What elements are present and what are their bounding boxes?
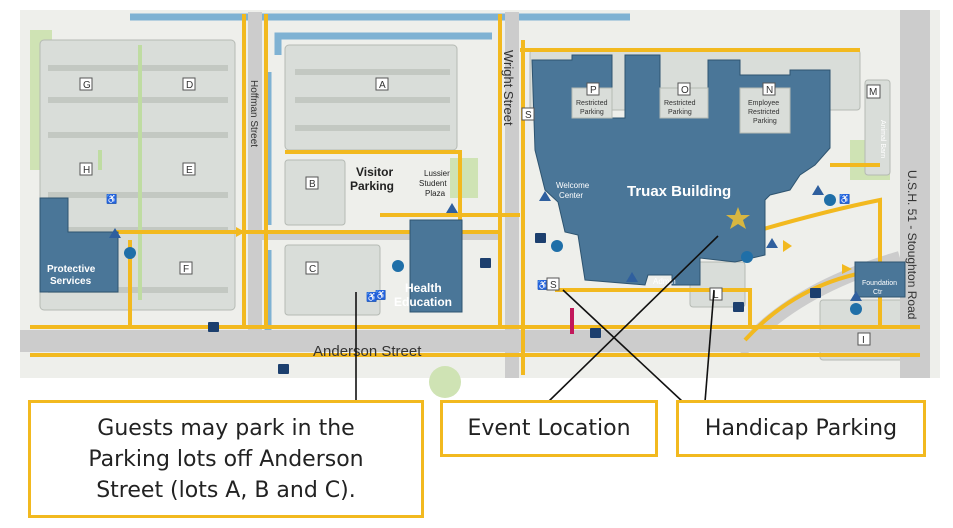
svg-text:F: F (183, 264, 189, 275)
bus-stop-icon (278, 364, 289, 374)
wheelchair-icon: ♿ (839, 193, 850, 204)
wheelchair-icon: ♿ (366, 291, 377, 302)
event-location-star (726, 207, 750, 229)
wheelchair-icon: ♿ (375, 289, 386, 300)
lot-label-i: I (857, 332, 871, 346)
handicap-parking-callout: Handicap Parking (676, 400, 926, 457)
admin-label: Admin (653, 277, 676, 286)
svg-text:O: O (681, 85, 689, 96)
svg-text:S: S (550, 280, 557, 291)
parking-lot-b (284, 159, 346, 226)
svg-text:D: D (186, 80, 193, 91)
svg-text:M: M (869, 87, 877, 98)
bus-stop-icon (480, 258, 491, 268)
event-leader-line (547, 235, 719, 403)
entrance-marker-icon (850, 291, 862, 301)
svg-text:L: L (713, 290, 719, 301)
svg-text:G: G (83, 80, 91, 91)
bus-stop-icon (208, 322, 219, 332)
lot-label-s: S (521, 107, 535, 121)
stoughton-road-label: U.S.H. 51 - Stoughton Road (905, 170, 919, 319)
handicap-leader-line-a (562, 289, 684, 403)
svg-text:P: P (590, 85, 597, 96)
handicap-parking-icon (551, 240, 563, 252)
lot-label-h: H (79, 162, 93, 176)
foundation-center-building (854, 261, 906, 298)
lot-label-f: F (179, 261, 193, 275)
wheelchair-icon: ♿ (106, 193, 117, 204)
entrance-marker-icon (766, 238, 778, 248)
yellow-arrow-icon (783, 240, 792, 252)
entrance-marker-icon (539, 191, 551, 201)
guests-parking-callout: Guests may park in the Parking lots off … (28, 400, 424, 518)
bus-stop-icon (590, 328, 601, 338)
event-location-text: Event Location (467, 416, 631, 441)
lot-label-b: B (305, 176, 319, 190)
svg-text:B: B (309, 179, 316, 190)
event-location-callout: Event Location (440, 400, 658, 457)
anderson-street-label: Anderson Street (313, 343, 422, 360)
svg-text:N: N (766, 85, 773, 96)
lot-label-g: G (79, 77, 93, 91)
handicap-parking-icon (824, 194, 836, 206)
svg-text:S: S (525, 110, 532, 121)
road (20, 10, 930, 378)
svg-text:I: I (862, 335, 865, 346)
green-area (429, 366, 461, 398)
entrance-marker-icon (109, 228, 121, 238)
handicap-parking-icon (741, 251, 753, 263)
handicap-parking-text: Handicap Parking (704, 416, 898, 441)
entrance-marker-icon (446, 203, 458, 213)
handicap-parking-icon (124, 247, 136, 259)
lot-label-s2: S (546, 277, 560, 291)
lot-label-c: C (305, 261, 319, 275)
bus-stop-icon (733, 302, 744, 312)
lot-label-o: O (677, 82, 691, 96)
green-area (450, 158, 478, 198)
svg-text:H: H (83, 165, 90, 176)
animal-barn-label: Animal Barn (879, 120, 886, 158)
guests-parking-text: Guests may park in the Parking lots off … (88, 415, 364, 503)
lot-label-d: D (182, 77, 196, 91)
handicap-parking-icon (850, 303, 862, 315)
bus-stop-icon (535, 233, 546, 243)
entrance-marker-icon (626, 272, 638, 282)
lot-label-a: A (375, 77, 389, 91)
wright-street-label: Wright Street (501, 50, 516, 126)
bus-stop-icon (810, 288, 821, 298)
lot-label-l: L (709, 287, 723, 301)
wheelchair-icon: ♿ (537, 279, 548, 290)
lot-label-m: M (866, 84, 881, 99)
yellow-arrow-icon (236, 227, 245, 237)
handicap-parking-icon (392, 260, 404, 272)
pedestrian-path (30, 14, 920, 375)
yellow-arrow-icon (842, 264, 852, 274)
entrance-marker-icon (812, 185, 824, 195)
svg-text:C: C (309, 264, 316, 275)
protective-services-building (39, 197, 119, 293)
lot-label-e: E (182, 162, 196, 176)
handicap-leader-line-b (704, 289, 715, 403)
parking-lot-m (864, 79, 891, 176)
health-education-building (409, 219, 463, 313)
hoffman-street-label: Hoffman Street (248, 80, 259, 147)
svg-text:E: E (186, 165, 193, 176)
parking-lot-c (284, 244, 381, 316)
lot-label-p: P (586, 82, 600, 96)
truax-building-label: Truax Building (627, 183, 731, 200)
lot-label-n: N (762, 82, 776, 96)
svg-text:A: A (379, 80, 386, 91)
